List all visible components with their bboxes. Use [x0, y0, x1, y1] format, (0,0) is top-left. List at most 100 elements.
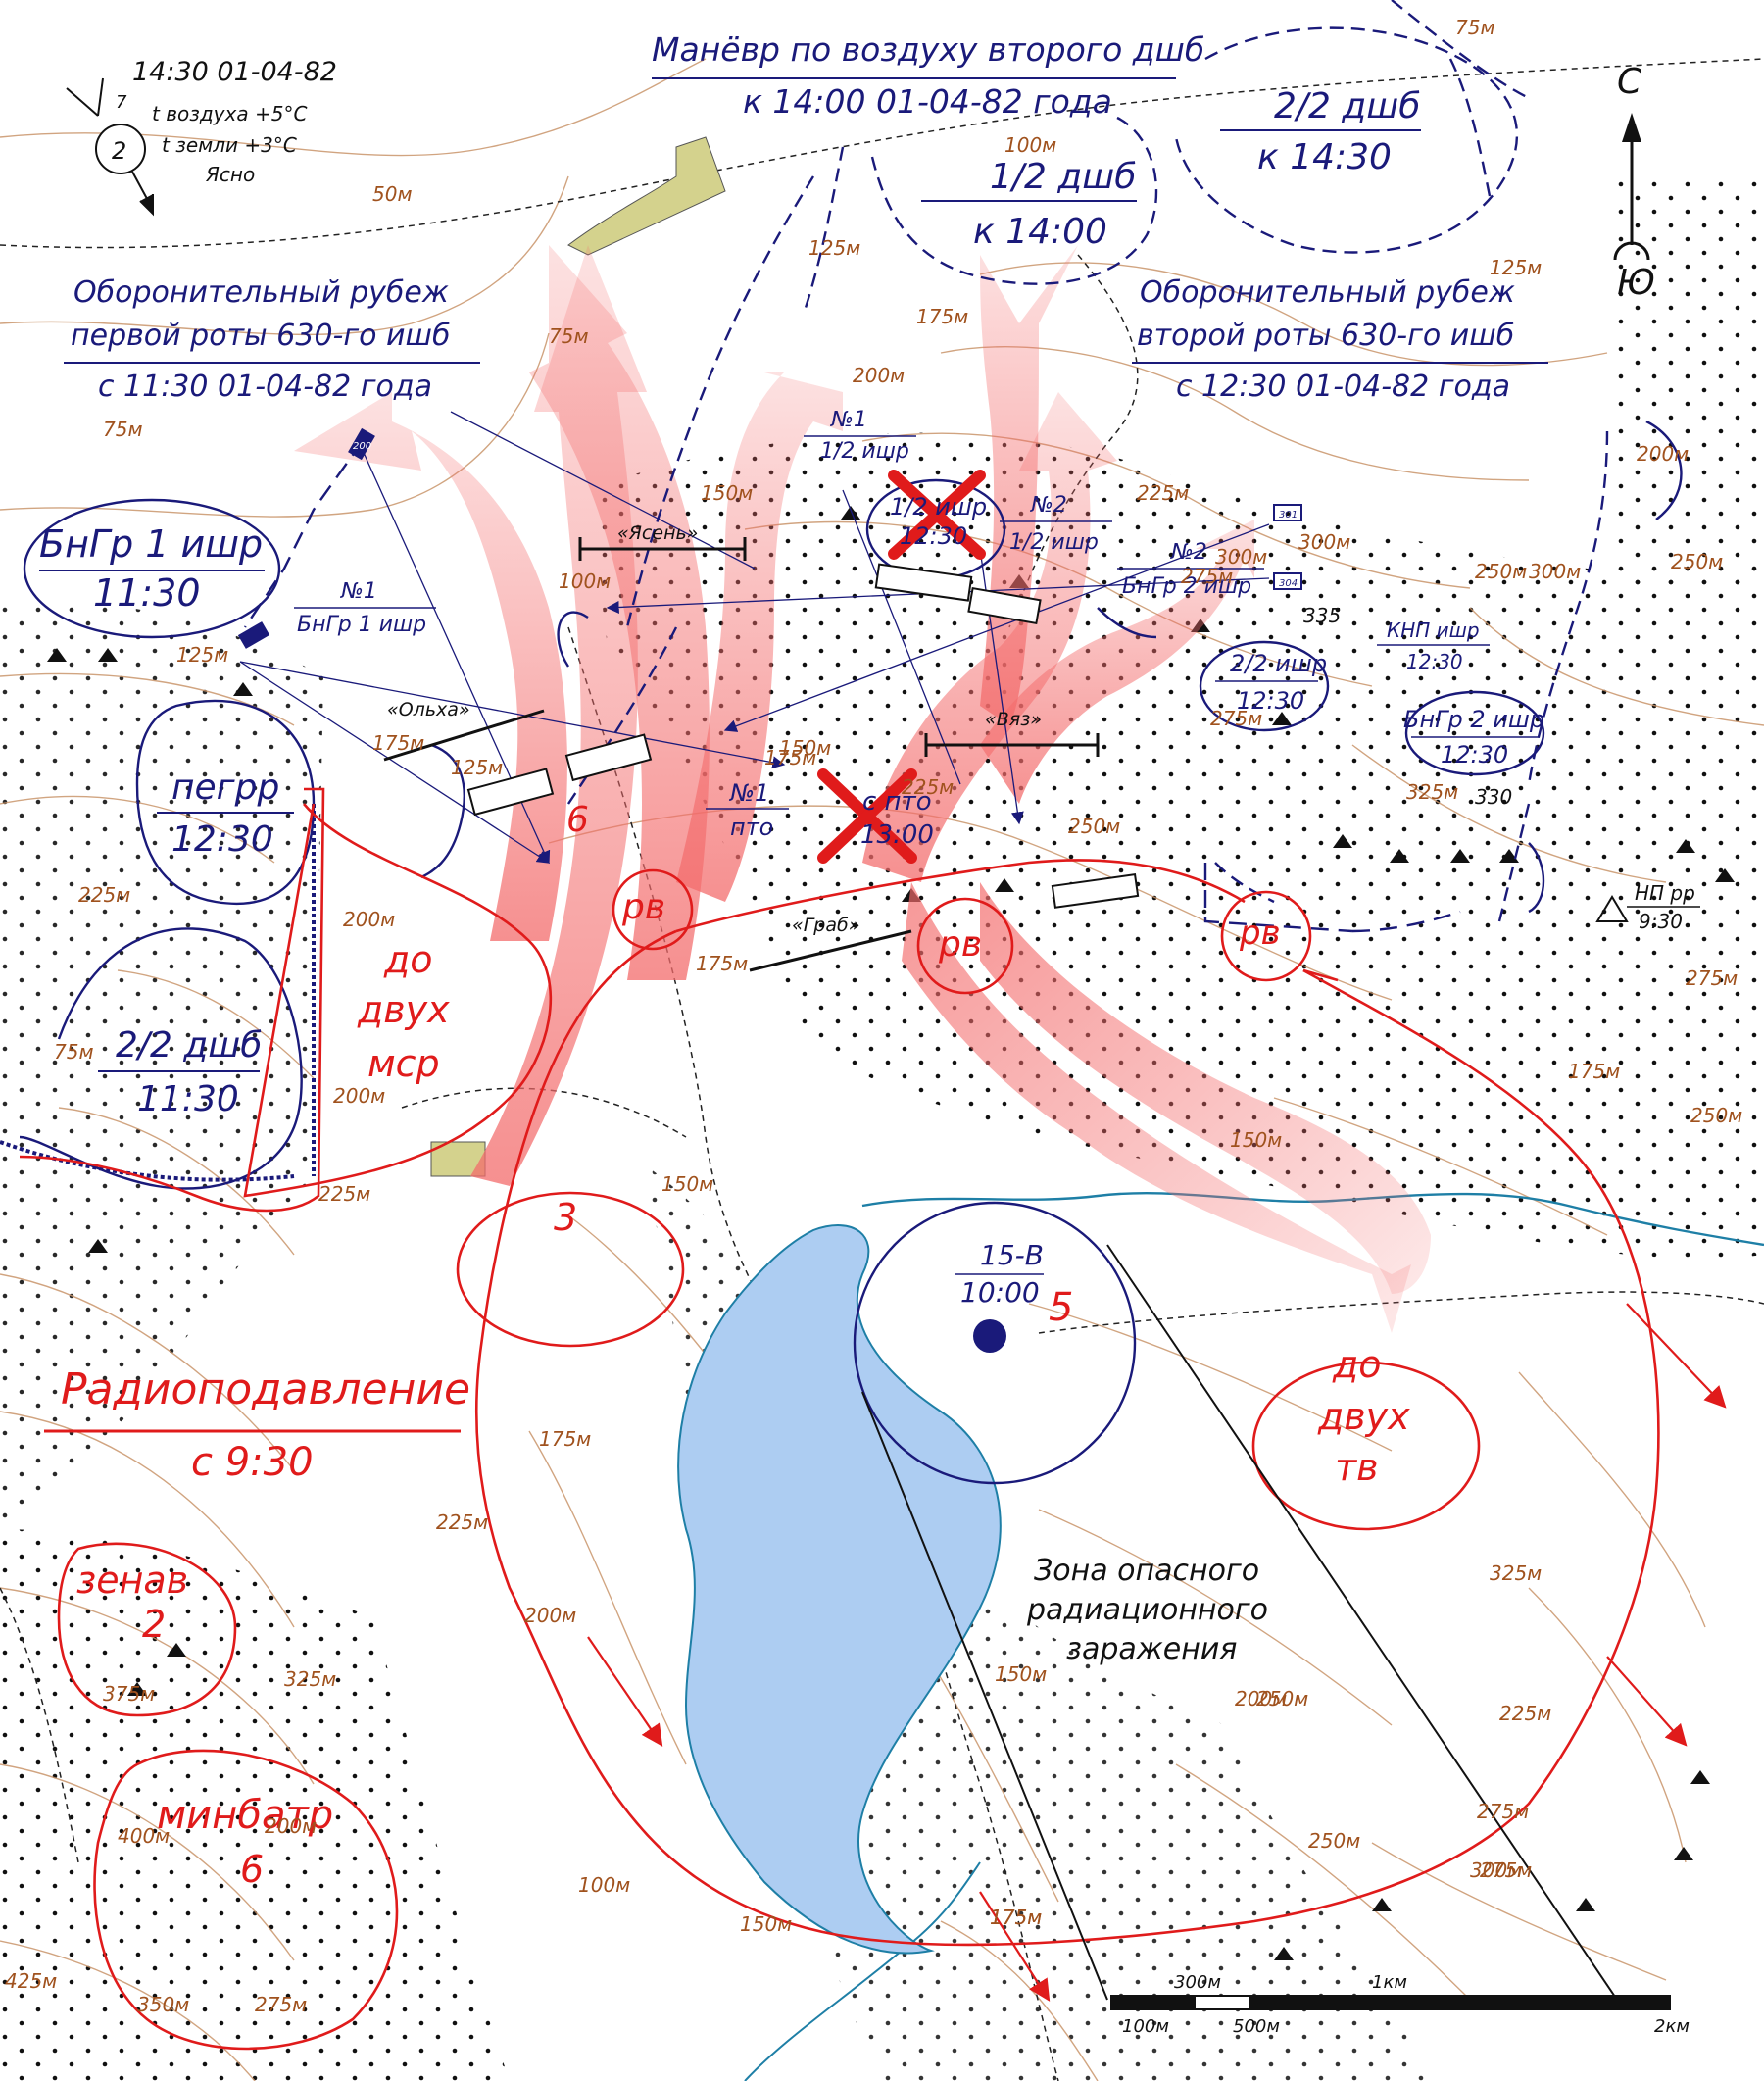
air-temperature: t воздуха +5°C	[152, 102, 307, 125]
contour-height-label: 175м	[372, 731, 424, 755]
contour-height-label: 225м	[902, 775, 954, 799]
nuclear-strike-time: 10:00	[960, 1276, 1040, 1309]
n1-bngr1-num: №1	[340, 579, 377, 604]
compass-south: Ю	[1617, 263, 1655, 303]
contour-height-label: 150м	[701, 481, 753, 505]
contour-height-label: 275м	[1210, 707, 1262, 730]
contour-height-label: 375м	[103, 1682, 155, 1706]
contour-lines	[0, 58, 1764, 2081]
contour-height-label: 200м	[343, 908, 395, 931]
lake	[677, 1224, 1002, 1955]
np-rr-time: 9:30	[1639, 910, 1683, 933]
ishr22-label: 2/2 ишр	[1230, 650, 1327, 677]
n1-bngr1-unit: БнГр 1 ишр	[297, 613, 426, 637]
barrier-labels: «Ясень» «Ольха» «Вяз» «Граб» НП рр 9:30 …	[383, 522, 1700, 972]
contour-height-label: 325м	[1406, 780, 1458, 804]
contour-height-label: 75м	[103, 418, 143, 441]
contour-height-label: 125м	[451, 756, 503, 779]
contour-height-label: 300м	[1298, 530, 1350, 554]
contour-height-label: 200м	[333, 1084, 385, 1108]
compass-icon	[1613, 113, 1650, 261]
wind-speed: 7	[116, 92, 127, 113]
contour-height-label: 425м	[5, 1969, 57, 1993]
contour-height-label: 125м	[1490, 256, 1542, 279]
contour-height-label: 250м	[1256, 1687, 1308, 1710]
marker-6: 6	[566, 800, 589, 840]
contour-height-label: 225м	[78, 883, 130, 907]
wind-icon	[66, 77, 154, 217]
pegrr-label: пегрр	[172, 768, 279, 808]
height-335: 335	[1303, 604, 1341, 627]
n2-bngr2-num: №2	[1170, 540, 1207, 565]
msr-dvuh: двух	[357, 988, 450, 1031]
destroyed-marks	[817, 470, 986, 864]
contour-height-label: 200м	[1235, 1687, 1287, 1710]
contour-height-label: 350м	[137, 1993, 189, 2016]
contour-height-label: 250м	[1308, 1829, 1360, 1853]
contour-height-label: 175м	[990, 1906, 1042, 1929]
contour-height-label: 250м	[1068, 815, 1120, 838]
bngr1-time: 11:30	[93, 571, 201, 615]
scale-labels: 300м 1км 100м 500м 2км	[1122, 1972, 1690, 2037]
zone-line1: Зона опасного	[1034, 1554, 1259, 1588]
friendly-units	[0, 0, 1683, 1485]
friendly-labels: Манёвр по воздуху второго дшб к 14:00 01…	[39, 30, 1548, 1309]
minbatr-number: 6	[240, 1848, 264, 1891]
def2-line1: Оборонительный рубеж	[1140, 275, 1515, 310]
dshb12-label: 1/2 дшб	[990, 157, 1136, 197]
ishr12-time: 12:30	[900, 522, 967, 550]
stream	[744, 1861, 981, 2081]
bngr2-label: БнГр 2 ишр	[1403, 706, 1544, 733]
contour-height-label: 125м	[808, 236, 860, 260]
dshb22-left-label: 2/2 дшб	[116, 1025, 262, 1065]
contour-height-label: 400м	[118, 1824, 170, 1848]
contour-height-label: 275м	[1480, 1858, 1532, 1882]
contour-height-label: 200м	[524, 1604, 576, 1627]
vyaz-label: «Вяз»	[985, 709, 1042, 730]
post-304: 304	[1279, 578, 1298, 589]
zone-line3: заражения	[1066, 1632, 1237, 1666]
contour-height-label: 150м	[995, 1662, 1047, 1686]
contour-height-label: 75м	[549, 324, 589, 348]
dshb22-left-time: 11:30	[137, 1079, 239, 1119]
height-330: 330	[1475, 785, 1512, 809]
contour-height-label: 175м	[1568, 1060, 1620, 1083]
nuclear-strike-label: 15-В	[980, 1239, 1044, 1271]
rv-label-1: рв	[621, 887, 665, 927]
maneuver-title: Манёвр по воздуху второго дшб	[652, 30, 1204, 69]
radiation-zone-text: Зона опасного радиационного заражения	[1026, 1554, 1268, 1666]
zenav-label: зенав	[76, 1559, 188, 1602]
contour-height-label: 225м	[1137, 481, 1189, 505]
scale-500m: 500м	[1233, 2016, 1280, 2037]
n1-12ishr-num: №1	[830, 408, 867, 432]
contour-height-label: 100м	[559, 570, 611, 593]
pegrr-time: 12:30	[172, 819, 273, 860]
contour-height-label: 325м	[284, 1667, 336, 1691]
contour-labels: 75м50м125м100м175м75м125м75м100м150м125м…	[5, 16, 1742, 2016]
zenav-number: 2	[142, 1603, 166, 1646]
knp-label: КНП ишр	[1387, 619, 1480, 642]
scale-1km: 1км	[1372, 1972, 1407, 1993]
contour-height-label: 275м	[1477, 1800, 1529, 1823]
radiation-zone-lines	[861, 1244, 1618, 2001]
contour-height-label: 250м	[1690, 1104, 1742, 1127]
contour-height-label: 325м	[1490, 1561, 1542, 1585]
ishr12-label: 1/2 ишр	[890, 493, 987, 520]
weather-time: 14:30 01-04-82	[132, 57, 337, 87]
scale-300m: 300м	[1174, 1972, 1221, 1993]
contour-height-label: 275м	[255, 1993, 307, 2016]
yasen-label: «Ясень»	[617, 522, 698, 544]
contour-height-label: 125м	[176, 643, 228, 667]
contour-height-label: 175м	[539, 1427, 591, 1451]
contour-height-label: 275м	[1181, 565, 1233, 588]
marker-5: 5	[1049, 1285, 1073, 1330]
msr-do: до	[383, 938, 433, 981]
tv-label: тв	[1335, 1446, 1379, 1489]
sky-condition: Ясно	[205, 163, 255, 186]
rv-label-2: рв	[938, 924, 982, 965]
contour-height-label: 200м	[1637, 442, 1689, 466]
enemy-outlines	[19, 787, 1660, 2051]
post-200: 200	[353, 441, 371, 452]
def2-line3: с 12:30 01-04-82 года	[1176, 370, 1510, 404]
